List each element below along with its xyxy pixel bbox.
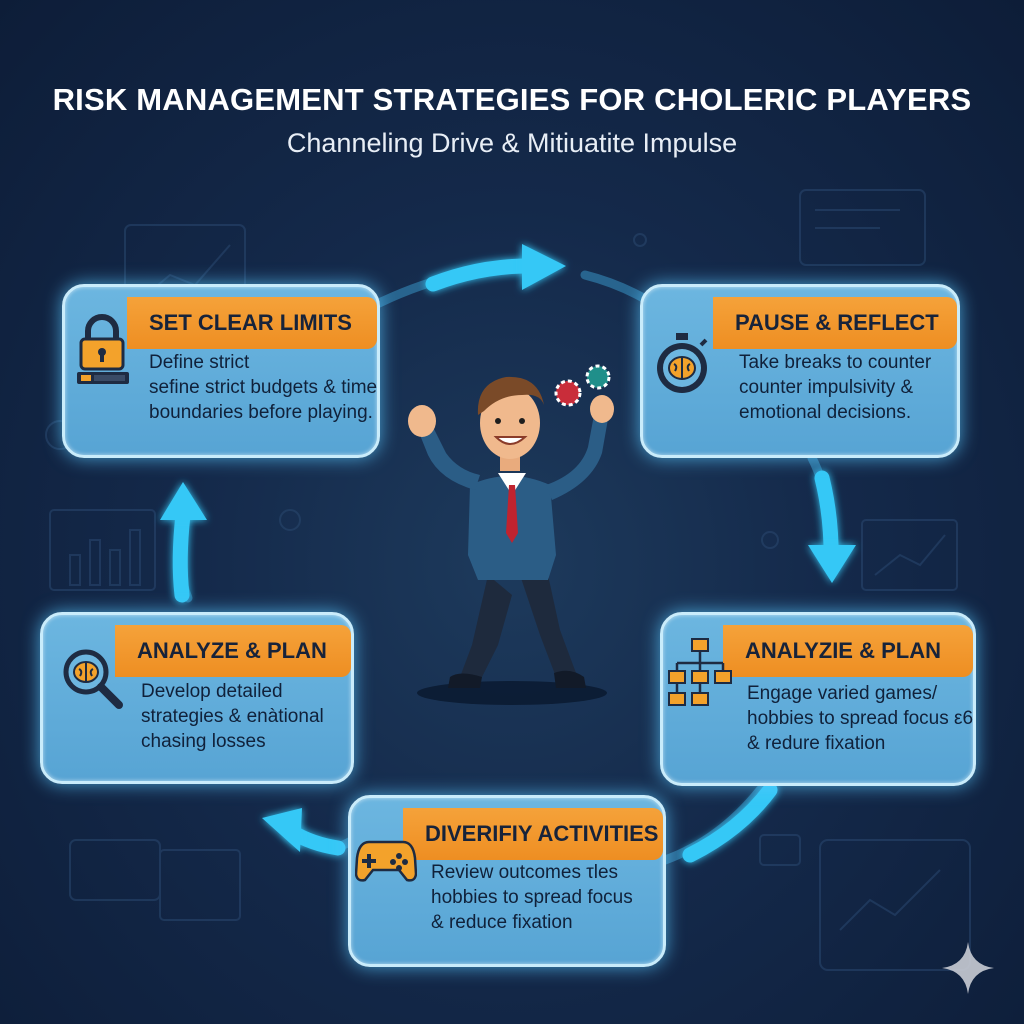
card-header: DIVERIFIY ACTIVITIES xyxy=(403,808,663,860)
arrow-shaft-top xyxy=(425,258,536,292)
infographic-title: RISK MANAGEMENT STRATEGIES FOR CHOLERIC … xyxy=(52,82,972,117)
card-set-clear-limits: SET CLEAR LIMITS Define strict sefine st… xyxy=(62,284,380,458)
card-header: SET CLEAR LIMITS xyxy=(127,297,377,349)
card-line: & redure fixation xyxy=(747,733,886,754)
arrow-shaft-bottom-right xyxy=(682,782,778,863)
card-line: Define strict xyxy=(149,352,250,373)
card-description: Review outcomes τles hobbies to spread f… xyxy=(431,860,651,935)
card-description: Develop detailed strategies & enàtional … xyxy=(141,679,339,754)
card-line: Engage varied games/ xyxy=(747,683,938,704)
card-line: Review outcomes τles xyxy=(431,862,619,883)
player-illustration xyxy=(408,364,614,705)
card-line: strategies & enàtional xyxy=(141,706,324,727)
arrowhead-right xyxy=(808,545,856,583)
card-line: boundaries before playing. xyxy=(149,402,373,423)
card-description: Define strict sefine strict budgets & ti… xyxy=(149,350,378,425)
magnifier-brain-icon xyxy=(63,649,123,709)
flowchart-icon xyxy=(668,638,732,706)
card-description: Take breaks to counter counter impulsivi… xyxy=(739,350,945,425)
card-header: ANALYZE & PLAN xyxy=(115,625,351,677)
stopwatch-brain-icon xyxy=(657,333,708,393)
card-analyzie-plan: ANALYZIE & PLAN Engage varied games/ hob… xyxy=(660,612,976,786)
card-line: emotional decisions. xyxy=(739,402,912,423)
card-analyze-plan: ANALYZE & PLAN Develop detailed strategi… xyxy=(40,612,354,784)
card-line: hobbies to spread focus xyxy=(431,887,633,908)
sparkle-icon xyxy=(942,942,994,994)
padlock-icon xyxy=(77,314,129,384)
card-line: chasing losses xyxy=(141,731,266,752)
card-line: Take breaks to counter xyxy=(739,352,932,373)
arrowhead-left xyxy=(160,482,207,520)
card-line: Develop detailed xyxy=(141,681,283,702)
arrowhead-bottom-left xyxy=(262,808,302,852)
infographic-subtitle: Channeling Drive & Mitiuatite Impulse xyxy=(286,128,738,158)
card-line: sefine strict budgets & time xyxy=(149,377,378,398)
card-pause-reflect: PAUSE & REFLECT Take breaks to counter c… xyxy=(640,284,960,458)
card-line: counter impulsivity & xyxy=(739,377,914,398)
card-header: PAUSE & REFLECT xyxy=(713,297,957,349)
card-line: hobbies to spread focus ε6 xyxy=(747,708,974,729)
card-header: ANALYZIE & PLAN xyxy=(723,625,973,677)
arrow-shaft-right xyxy=(814,470,839,553)
card-description: Engage varied games/ hobbies to spread f… xyxy=(747,681,974,756)
arrow-shaft-left xyxy=(172,507,191,603)
card-line: & reduce fixation xyxy=(431,912,573,933)
gamepad-icon xyxy=(355,840,417,882)
card-diverifiy-activities: DIVERIFIY ACTIVITIES Review outcomes τle… xyxy=(348,795,666,967)
arrowhead-top xyxy=(522,244,566,290)
